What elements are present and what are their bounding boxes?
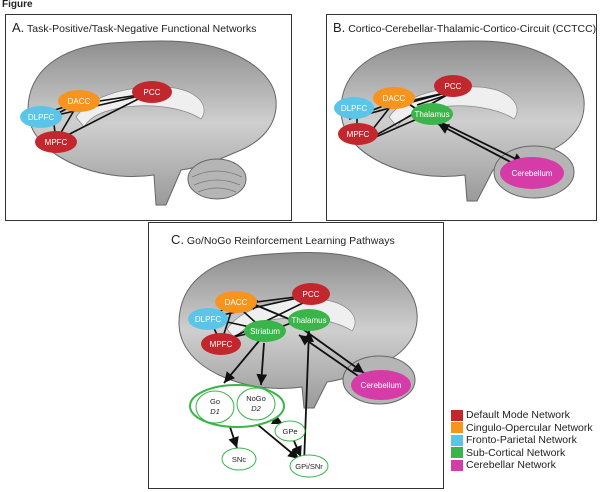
legend-swatch <box>451 447 463 458</box>
node-dlpfc-label: DLPFC <box>195 315 221 324</box>
corpus-callosum <box>75 86 205 128</box>
node-dacc-label: DACC <box>225 298 248 307</box>
legend-label: Sub-Cortical Network <box>466 446 566 459</box>
panel-b-title: B. Cortico-Cerebellar-Thalamic-Cortico-C… <box>333 20 596 35</box>
node-dacc: DACC <box>58 90 100 112</box>
pathway-arrows <box>223 300 365 465</box>
node-go: Go D1 <box>195 390 235 424</box>
panel-b: B. Cortico-Cerebellar-Thalamic-Cortico-C… <box>326 14 597 221</box>
node-nogo: NoGo D2 <box>236 387 276 421</box>
legend-swatch <box>451 459 463 471</box>
node-thalamus: Thalamus <box>288 309 330 331</box>
node-pcc-label: PCC <box>303 290 320 299</box>
panel-a: A. Task-Positive/Task-Negative Functiona… <box>5 14 292 221</box>
node-dacc: DACC <box>373 87 415 109</box>
panel-b-diagram: DACC PCC DLPFC MPFC Thalamus Cerebellum <box>334 40 585 202</box>
panel-c-letter: C. <box>171 232 184 247</box>
panel-a-title-text: Task-Positive/Task-Negative Functional N… <box>27 23 257 35</box>
node-pcc-label: PCC <box>144 88 161 97</box>
legend-item-default-mode: Default Mode Network <box>451 409 593 421</box>
panel-c-diagram: DACC PCC DLPFC MPFC Striatum Thalamus Ce… <box>178 252 418 478</box>
node-snc-label: SNc <box>232 455 246 464</box>
cerebellum-shape <box>187 158 247 200</box>
node-nogo-label: NoGo <box>246 394 266 403</box>
legend-swatch <box>451 422 463 433</box>
legend: Default Mode Network Cingulo-Opercular N… <box>451 409 593 472</box>
panel-c-title-text: Go/NoGo Reinforcement Learning Pathways <box>186 235 395 247</box>
node-cerebellum: Cerebellum <box>351 370 411 400</box>
node-pcc-label: PCC <box>445 82 462 91</box>
node-striatum-label: Striatum <box>250 327 280 336</box>
node-dlpfc: DLPFC <box>188 308 228 330</box>
node-gpi-snr: GPi/SNr <box>289 454 329 478</box>
node-dacc-label: DACC <box>68 97 91 106</box>
node-nogo-sublabel: D2 <box>251 404 261 413</box>
panel-a-title: A. Task-Positive/Task-Negative Functiona… <box>12 20 256 35</box>
node-snc: SNc <box>221 447 257 471</box>
node-striatum: Striatum <box>244 320 286 342</box>
panel-c-title: C. Go/NoGo Reinforcement Learning Pathwa… <box>171 232 395 247</box>
legend-item-sub-cortical: Sub-Cortical Network <box>451 447 593 459</box>
node-thalamus: Thalamus <box>411 103 453 125</box>
legend-item-fronto-parietal: Fronto-Parietal Network <box>451 434 593 446</box>
node-gpi-snr-label: GPi/SNr <box>295 462 323 471</box>
panel-b-title-text: Cortico-Cerebellar-Thalamic-Cortico-Circ… <box>348 23 597 35</box>
legend-item-cerebellar: Cerebellar Network <box>451 459 593 471</box>
legend-item-cingulo-opercular: Cingulo-Opercular Network <box>451 422 593 434</box>
node-dacc-label: DACC <box>383 94 406 103</box>
legend-label: Default Mode Network <box>466 409 570 421</box>
legend-swatch <box>451 434 463 446</box>
node-dlpfc-label: DLPFC <box>341 104 367 113</box>
panel-c: C. Go/NoGo Reinforcement Learning Pathwa… <box>148 222 444 489</box>
panel-a-diagram: DACC PCC DLPFC MPFC <box>20 40 277 206</box>
node-pcc: PCC <box>132 81 172 103</box>
node-dlpfc: DLPFC <box>334 97 374 119</box>
brain-medial-surface <box>27 40 277 206</box>
node-gpe-label: GPe <box>282 427 297 436</box>
figure-label: Figure <box>2 0 33 10</box>
node-mpfc: MPFC <box>35 131 77 153</box>
node-mpfc-label: MPFC <box>347 130 370 139</box>
node-pcc: PCC <box>434 75 472 97</box>
node-gpe: GPe <box>274 420 306 442</box>
node-mpfc: MPFC <box>201 333 241 355</box>
node-thalamus-label: Thalamus <box>414 110 449 119</box>
node-pcc: PCC <box>292 283 330 305</box>
node-dacc: DACC <box>215 291 257 313</box>
node-cerebellum-label: Cerebellum <box>361 381 402 390</box>
node-cerebellum: Cerebellum <box>500 157 564 189</box>
node-mpfc-label: MPFC <box>210 340 233 349</box>
node-mpfc-label: MPFC <box>45 138 68 147</box>
legend-swatch <box>451 409 463 421</box>
node-thalamus-label: Thalamus <box>291 316 326 325</box>
legend-label: Cingulo-Opercular Network <box>466 421 593 434</box>
node-go-label: Go <box>210 397 220 406</box>
legend-label: Cerebellar Network <box>466 459 556 471</box>
legend-label: Fronto-Parietal Network <box>466 434 577 446</box>
node-mpfc: MPFC <box>338 123 378 145</box>
node-go-sublabel: D1 <box>210 407 220 416</box>
node-cerebellum-label: Cerebellum <box>512 169 553 178</box>
panel-b-letter: B. <box>333 20 346 35</box>
node-dlpfc-label: DLPFC <box>28 113 54 122</box>
node-dlpfc: DLPFC <box>20 106 62 128</box>
panel-a-letter: A. <box>12 20 25 35</box>
